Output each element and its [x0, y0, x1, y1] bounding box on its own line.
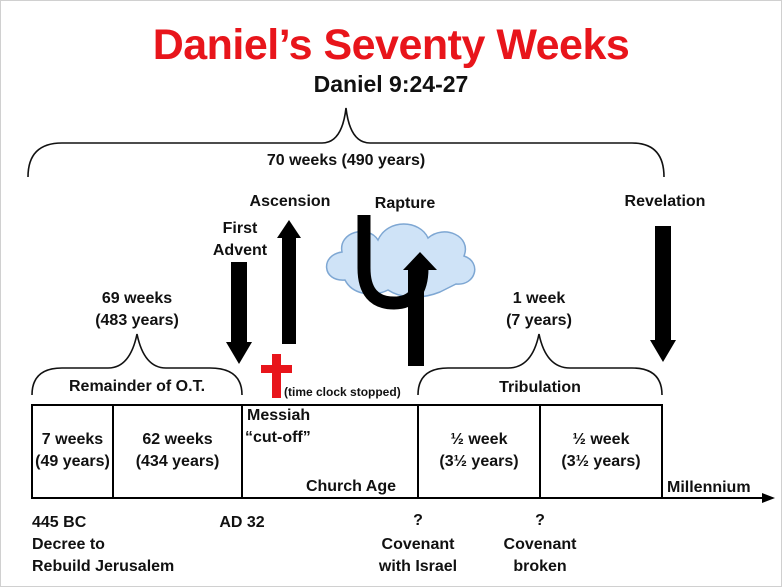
- label-question-2: ?: [535, 512, 545, 529]
- label-rapture: Rapture: [374, 195, 436, 212]
- cell-7-weeks: 7 weeks: [41, 431, 104, 448]
- brace-70-weeks: [27, 107, 665, 178]
- label-ascension: Ascension: [249, 193, 331, 210]
- cell-3-5-years-2: (3½ years): [561, 453, 641, 470]
- page-title: Daniel’s Seventy Weeks: [152, 21, 630, 69]
- label-remainder-ot: Remainder of O.T.: [68, 378, 206, 395]
- label-first-advent-1: First: [222, 220, 258, 237]
- label-decree-2: Rebuild Jerusalem: [32, 558, 175, 575]
- label-time-clock: (time clock stopped): [284, 385, 401, 399]
- cell-62-weeks: 62 weeks: [142, 431, 213, 448]
- label-with-israel: with Israel: [378, 558, 458, 575]
- label-70-weeks: 70 weeks (490 years): [266, 152, 426, 169]
- label-first-advent-2: Advent: [212, 242, 268, 259]
- label-cut-off: “cut-off”: [245, 429, 311, 446]
- label-covenant-1: Covenant: [381, 536, 455, 553]
- label-decree-1: Decree to: [32, 536, 105, 553]
- label-revelation: Revelation: [624, 193, 706, 210]
- cell-half-week-1: ½ week: [450, 431, 508, 448]
- cell-half-week-2: ½ week: [572, 431, 630, 448]
- rapture-arrow: [357, 215, 437, 366]
- label-broken: broken: [513, 558, 567, 575]
- label-tribulation: Tribulation: [499, 379, 581, 396]
- cell-434-years: (434 years): [135, 453, 220, 470]
- brace-1-week: [417, 333, 663, 396]
- cell-3-5-years-1: (3½ years): [439, 453, 519, 470]
- ascension-arrow: [277, 220, 301, 344]
- label-millennium: Millennium: [667, 479, 751, 496]
- label-messiah: Messiah: [247, 407, 311, 424]
- cloud-icon: [325, 223, 476, 298]
- label-1-week: 1 week: [512, 290, 566, 307]
- label-7-years: (7 years): [506, 312, 572, 329]
- label-69-weeks: 69 weeks: [101, 290, 173, 307]
- cell-49-years: (49 years): [35, 453, 110, 470]
- label-question-1: ?: [413, 512, 423, 529]
- label-church-age: Church Age: [305, 478, 397, 495]
- label-483-years: (483 years): [95, 312, 179, 329]
- brace-69-weeks: [31, 333, 243, 396]
- page-subtitle: Daniel 9:24-27: [313, 71, 469, 97]
- revelation-arrow: [650, 226, 676, 362]
- label-covenant-2: Covenant: [503, 536, 577, 553]
- first-advent-arrow: [226, 262, 252, 364]
- label-ad-32: AD 32: [219, 514, 265, 531]
- cross-icon: [261, 354, 292, 398]
- label-445-bc: 445 BC: [32, 514, 87, 531]
